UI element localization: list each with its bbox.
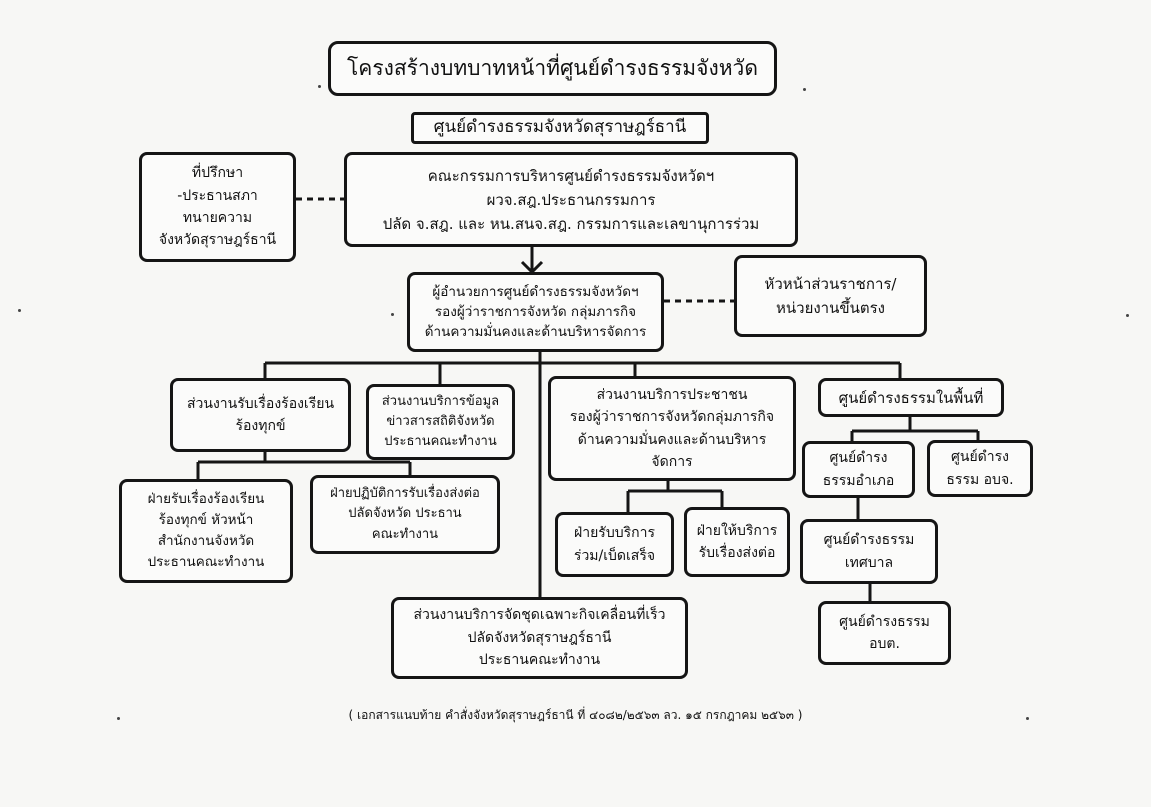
- mobile-unit-line: ประธานคณะทำงาน: [478, 652, 601, 669]
- advisor-line: จังหวัดสุราษฎร์ธานี: [158, 232, 277, 249]
- referral-line: รับเรื่องส่งต่อ: [698, 545, 776, 561]
- sao-center-box: ศูนย์ดำรงธรรม อบต.: [818, 601, 951, 665]
- information-line: ประธานคณะทำงาน: [384, 434, 497, 450]
- mobile-unit-line: ปลัดจังหวัดสุราษฎร์ธานี: [467, 629, 612, 646]
- public-service-line: จัดการ: [651, 453, 693, 470]
- sao-center-line: อบต.: [869, 636, 900, 652]
- complaints-line: ส่วนงานรับเรื่องร้องเรียน: [186, 395, 335, 412]
- referral-box: ฝ่ายให้บริการ รับเรื่องส่งต่อ: [684, 507, 790, 577]
- advisor-line: -ประธานสภา: [177, 187, 258, 204]
- municipal-center-box: ศูนย์ดำรงธรรม เทศบาล: [800, 519, 938, 584]
- operations-line: ปลัดจังหวัด ประธาน: [348, 506, 462, 522]
- advisor-box: ที่ปรึกษา -ประธานสภา ทนายความ จังหวัดสุร…: [139, 152, 296, 262]
- scan-dot: [391, 313, 394, 316]
- complaints-box: ส่วนงานรับเรื่องร้องเรียน ร้องทุกข์: [170, 378, 351, 452]
- committee-line: ผวจ.สฎ.ประธานกรรมการ: [486, 190, 656, 209]
- director-line: รองผู้ว่าราชการจังหวัด กลุ่มภารกิจ: [434, 303, 637, 320]
- scan-dot: [803, 88, 806, 91]
- complaint-intake-line: สำนักงานจังหวัด: [157, 533, 255, 549]
- district-center-box: ศูนย์ดำรง ธรรมอำเภอ: [802, 441, 915, 498]
- referral-line: ฝ่ายให้บริการ: [696, 522, 778, 539]
- agency-heads-box: หัวหน้าส่วนราชการ/ หน่วยงานขึ้นตรง: [734, 255, 927, 337]
- complaint-intake-box: ฝ่ายรับเรื่องร้องเรียน ร้องทุกข์ หัวหน้า…: [119, 479, 293, 583]
- public-service-line: รองผู้ว่าราชการจังหวัดกลุ่มภารกิจ: [569, 409, 775, 426]
- one-stop-line: ร่วม/เบ็ดเสร็จ: [573, 547, 656, 564]
- scan-dot: [18, 309, 21, 312]
- operations-line: ฝ่ายปฏิบัติการรับเรื่องส่งต่อ: [330, 486, 480, 502]
- complaint-intake-line: ฝ่ายรับเรื่องร้องเรียน: [147, 491, 265, 508]
- agency-heads-line: หน่วยงานขึ้นตรง: [776, 299, 885, 317]
- operations-box: ฝ่ายปฏิบัติการรับเรื่องส่งต่อ ปลัดจังหวั…: [310, 475, 500, 554]
- district-center-line: ศูนย์ดำรง: [829, 450, 888, 467]
- scan-dot: [1026, 717, 1029, 720]
- complaint-intake-line: ประธานคณะทำงาน: [147, 553, 265, 570]
- district-center-line: ธรรมอำเภอ: [822, 472, 895, 489]
- complaints-line: ร้องทุกข์: [235, 418, 286, 434]
- one-stop-line: ฝ่ายรับบริการ: [574, 525, 655, 542]
- advisor-line: ที่ปรึกษา: [191, 165, 244, 182]
- municipal-center-line: ศูนย์ดำรงธรรม: [823, 532, 915, 549]
- information-line: ข่าวสารสถิติจังหวัด: [386, 413, 495, 429]
- director-box: ผู้อำนวยการศูนย์ดำรงธรรมจังหวัดฯ รองผู้ว…: [407, 272, 664, 352]
- sao-center-line: ศูนย์ดำรงธรรม: [839, 613, 930, 630]
- information-box: ส่วนงานบริการข้อมูล ข่าวสารสถิติจังหวัด …: [366, 384, 515, 460]
- agency-heads-line: หัวหน้าส่วนราชการ/: [764, 275, 897, 293]
- scan-dot: [117, 717, 120, 720]
- operations-line: คณะทำงาน: [371, 526, 439, 542]
- pao-center-box: ศูนย์ดำรง ธรรม อบจ.: [927, 440, 1033, 497]
- chart-title: โครงสร้างบทบาทหน้าที่ศูนย์ดำรงธรรมจังหวั…: [347, 55, 758, 80]
- public-service-line: ส่วนงานบริการประชาชน: [596, 386, 748, 403]
- committee-line: คณะกรรมการบริหารศูนย์ดำรงธรรมจังหวัดฯ: [427, 166, 715, 185]
- footnote: ( เอกสารแนบท้าย คำสั่งจังหวัดสุราษฎร์ธาน…: [348, 708, 803, 722]
- public-service-box: ส่วนงานบริการประชาชน รองผู้ว่าราชการจังห…: [548, 376, 796, 481]
- area-centers-label: ศูนย์ดำรงธรรมในพื้นที่: [838, 388, 984, 407]
- one-stop-box: ฝ่ายรับบริการ ร่วม/เบ็ดเสร็จ: [555, 512, 674, 577]
- municipal-center-line: เทศบาล: [844, 554, 894, 571]
- scan-dot: [318, 85, 321, 88]
- pao-center-line: ธรรม อบจ.: [946, 471, 1014, 488]
- header-box: ศูนย์ดำรงธรรมจังหวัดสุราษฎร์ธานี: [411, 112, 709, 144]
- public-service-line: ด้านความมั่นคงและด้านบริหาร: [577, 431, 767, 448]
- director-line: ด้านความมั่นคงและด้านบริหารจัดการ: [424, 324, 647, 341]
- pao-center-line: ศูนย์ดำรง: [951, 449, 1009, 466]
- header-label: ศูนย์ดำรงธรรมจังหวัดสุราษฎร์ธานี: [433, 117, 687, 138]
- advisor-line: ทนายความ: [182, 210, 253, 226]
- chart-title-box: โครงสร้างบทบาทหน้าที่ศูนย์ดำรงธรรมจังหวั…: [328, 41, 777, 96]
- committee-line: ปลัด จ.สฎ. และ หน.สนจ.สฎ. กรรมการและเลขา…: [382, 214, 760, 233]
- area-centers-box: ศูนย์ดำรงธรรมในพื้นที่: [818, 378, 1004, 417]
- committee-box: คณะกรรมการบริหารศูนย์ดำรงธรรมจังหวัดฯ ผว…: [344, 152, 798, 247]
- information-line: ส่วนงานบริการข้อมูล: [381, 393, 500, 409]
- director-line: ผู้อำนวยการศูนย์ดำรงธรรมจังหวัดฯ: [432, 283, 639, 300]
- mobile-unit-line: ส่วนงานบริการจัดชุดเฉพาะกิจเคลื่อนที่เร็…: [413, 607, 666, 624]
- scan-dot: [1126, 314, 1129, 317]
- mobile-unit-box: ส่วนงานบริการจัดชุดเฉพาะกิจเคลื่อนที่เร็…: [391, 597, 688, 679]
- complaint-intake-line: ร้องทุกข์ หัวหน้า: [158, 512, 254, 529]
